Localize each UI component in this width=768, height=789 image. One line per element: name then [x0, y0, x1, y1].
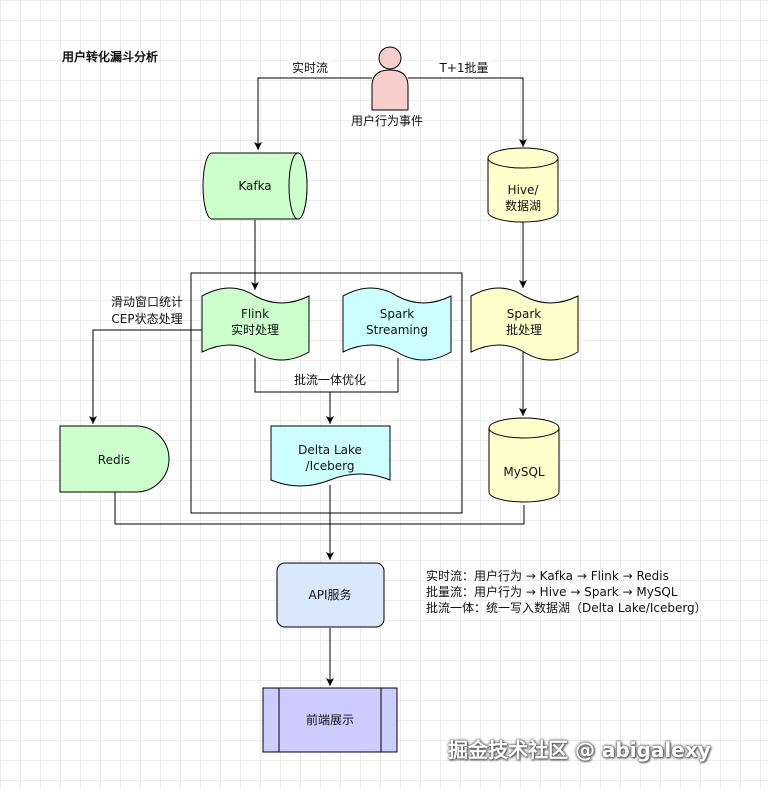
flow-legend: 实时流：用户行为 → Kafka → Flink → Redis 批量流：用户行…	[426, 568, 707, 616]
kafka-node[interactable]: Kafka	[202, 152, 308, 220]
hive-label-line1: Hive/	[508, 183, 540, 197]
flink-label-line1: Flink	[241, 307, 269, 321]
legend-line-unified: 批流一体：统一写入数据湖（Delta Lake/Iceberg）	[426, 601, 707, 615]
spark-batch-label-line2: 批处理	[506, 322, 542, 337]
edge-label-sliding-window: 滑动窗口统计	[111, 295, 183, 309]
edge-label-cep: CEP状态处理	[111, 312, 182, 326]
spark-streaming-node[interactable]: Spark Streaming	[342, 287, 452, 361]
spark-batch-label-line1: Spark	[507, 307, 542, 321]
flink-node[interactable]: Flink 实时处理	[201, 287, 310, 361]
edge-flink-to-redis	[89, 329, 202, 424]
diagram-title: 用户转化漏斗分析	[61, 49, 158, 64]
spark-streaming-label-line2: Streaming	[366, 323, 428, 337]
hive-node[interactable]: Hive/ 数据湖	[487, 147, 559, 223]
delta-lake-node[interactable]: Delta Lake /Iceberg	[270, 425, 391, 487]
mysql-node[interactable]: MySQL	[488, 417, 560, 503]
batch-stream-container[interactable]	[190, 272, 463, 514]
delta-label-line1: Delta Lake	[298, 443, 362, 457]
user-actor-label: 用户行为事件	[351, 113, 423, 128]
frontend-node[interactable]: 前端展示	[262, 687, 398, 753]
edge-label-batch: T+1批量	[438, 60, 488, 75]
user-actor[interactable]	[371, 46, 409, 111]
legend-line-batch: 批量流：用户行为 → Hive → Spark → MySQL	[426, 585, 678, 599]
edge-user-to-kafka	[254, 77, 372, 150]
edge-label-realtime: 实时流	[292, 60, 328, 75]
kafka-label: Kafka	[238, 179, 271, 193]
edge-user-to-hive	[408, 77, 527, 147]
frontend-label: 前端展示	[306, 712, 354, 727]
person-icon	[378, 46, 402, 70]
edge-streaming-merge	[254, 358, 399, 393]
api-label: API服务	[309, 587, 352, 602]
hive-label-line2: 数据湖	[505, 198, 541, 213]
redis-node[interactable]: Redis	[59, 425, 170, 493]
spark-streaming-label-line1: Spark	[380, 307, 415, 321]
edge-stores-merge	[114, 490, 525, 525]
spark-batch-node[interactable]: Spark 批处理	[470, 287, 579, 361]
redis-label: Redis	[98, 453, 130, 467]
edge-label-unified: 批流一体优化	[294, 372, 366, 387]
legend-line-realtime: 实时流：用户行为 → Kafka → Flink → Redis	[426, 569, 669, 583]
flink-label-line2: 实时处理	[231, 322, 279, 337]
api-service-node[interactable]: API服务	[276, 562, 385, 628]
mysql-label: MySQL	[503, 465, 545, 479]
delta-label-line2: /Iceberg	[306, 459, 355, 473]
watermark: 掘金技术社区 @ abigalexy	[448, 738, 711, 762]
